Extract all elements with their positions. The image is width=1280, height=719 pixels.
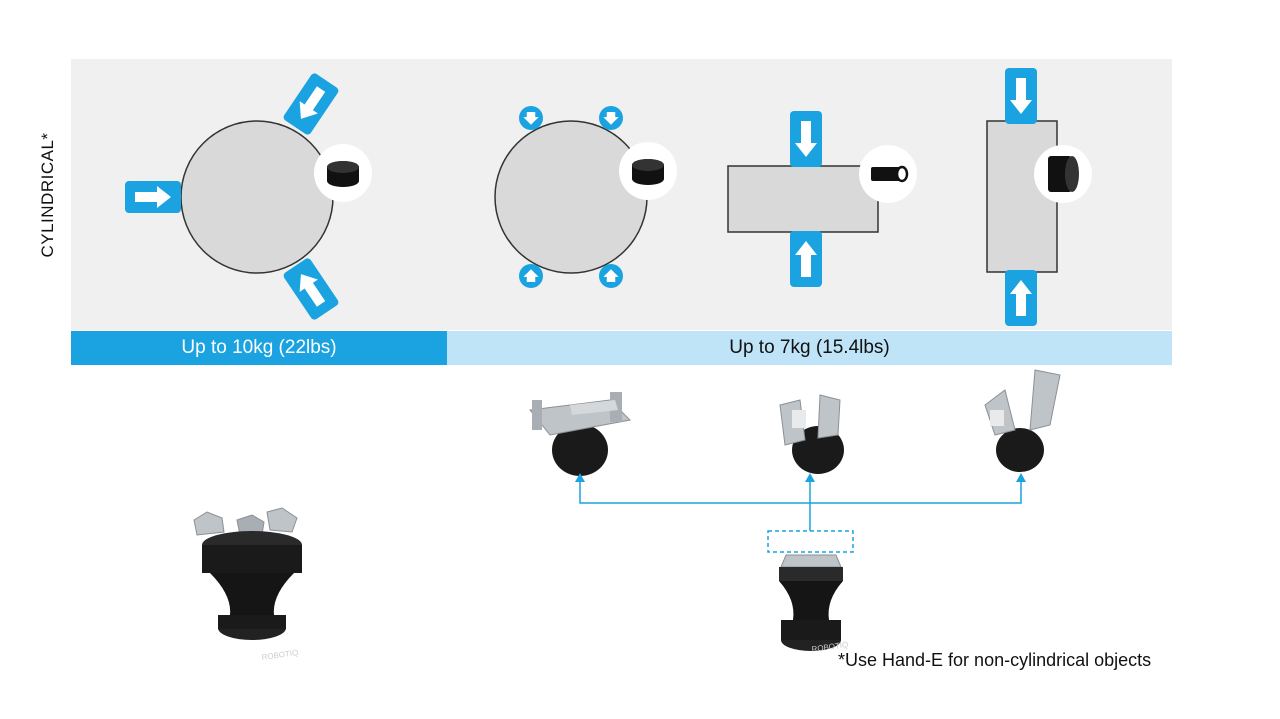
object-rect-shape bbox=[727, 165, 879, 233]
arrow-down-icon bbox=[519, 106, 543, 130]
four-point-grip-diagram bbox=[494, 106, 677, 288]
arrow-up-icon bbox=[790, 231, 822, 287]
capacity-bar-7kg: Up to 7kg (15.4lbs) bbox=[447, 331, 1172, 365]
gripper-config-four-finger-image bbox=[529, 392, 632, 476]
config-connector-lines bbox=[579, 482, 1022, 531]
finger-mount-dashed-box bbox=[767, 530, 854, 553]
arrow-right-icon bbox=[125, 181, 181, 213]
arrow-up-icon bbox=[519, 264, 543, 288]
gripper-config-open-finger-image bbox=[984, 369, 1061, 472]
arrow-down-left-icon bbox=[282, 71, 340, 137]
cylinder-icon bbox=[619, 142, 677, 200]
parallel-grip-horizontal-diagram bbox=[727, 111, 919, 287]
cylinder-icon bbox=[1034, 145, 1092, 203]
gripper-config-two-finger-image bbox=[779, 394, 844, 474]
parallel-grip-vertical-diagram bbox=[986, 68, 1092, 326]
arrow-up-icon bbox=[599, 264, 623, 288]
footnote-text: *Use Hand-E for non-cylindrical objects bbox=[838, 650, 1152, 670]
connector-arrowheads bbox=[575, 473, 1026, 482]
three-point-grip-diagram bbox=[125, 71, 372, 322]
capacity-bar-10kg: Up to 10kg (22lbs) bbox=[71, 331, 447, 365]
arrow-up-left-icon bbox=[282, 256, 340, 322]
arrow-down-icon bbox=[1005, 68, 1037, 124]
object-circle-shape bbox=[180, 120, 334, 274]
arrow-down-icon bbox=[790, 111, 822, 167]
arrow-down-icon bbox=[599, 106, 623, 130]
hand-e-gripper-image bbox=[779, 554, 843, 651]
cylinder-icon bbox=[857, 143, 919, 205]
three-finger-gripper-image bbox=[193, 507, 302, 640]
object-circle-shape bbox=[494, 120, 648, 274]
robotiq-logo: ROBOTIQ bbox=[261, 648, 299, 662]
cylinder-icon bbox=[314, 144, 372, 202]
arrow-up-icon bbox=[1005, 270, 1037, 326]
